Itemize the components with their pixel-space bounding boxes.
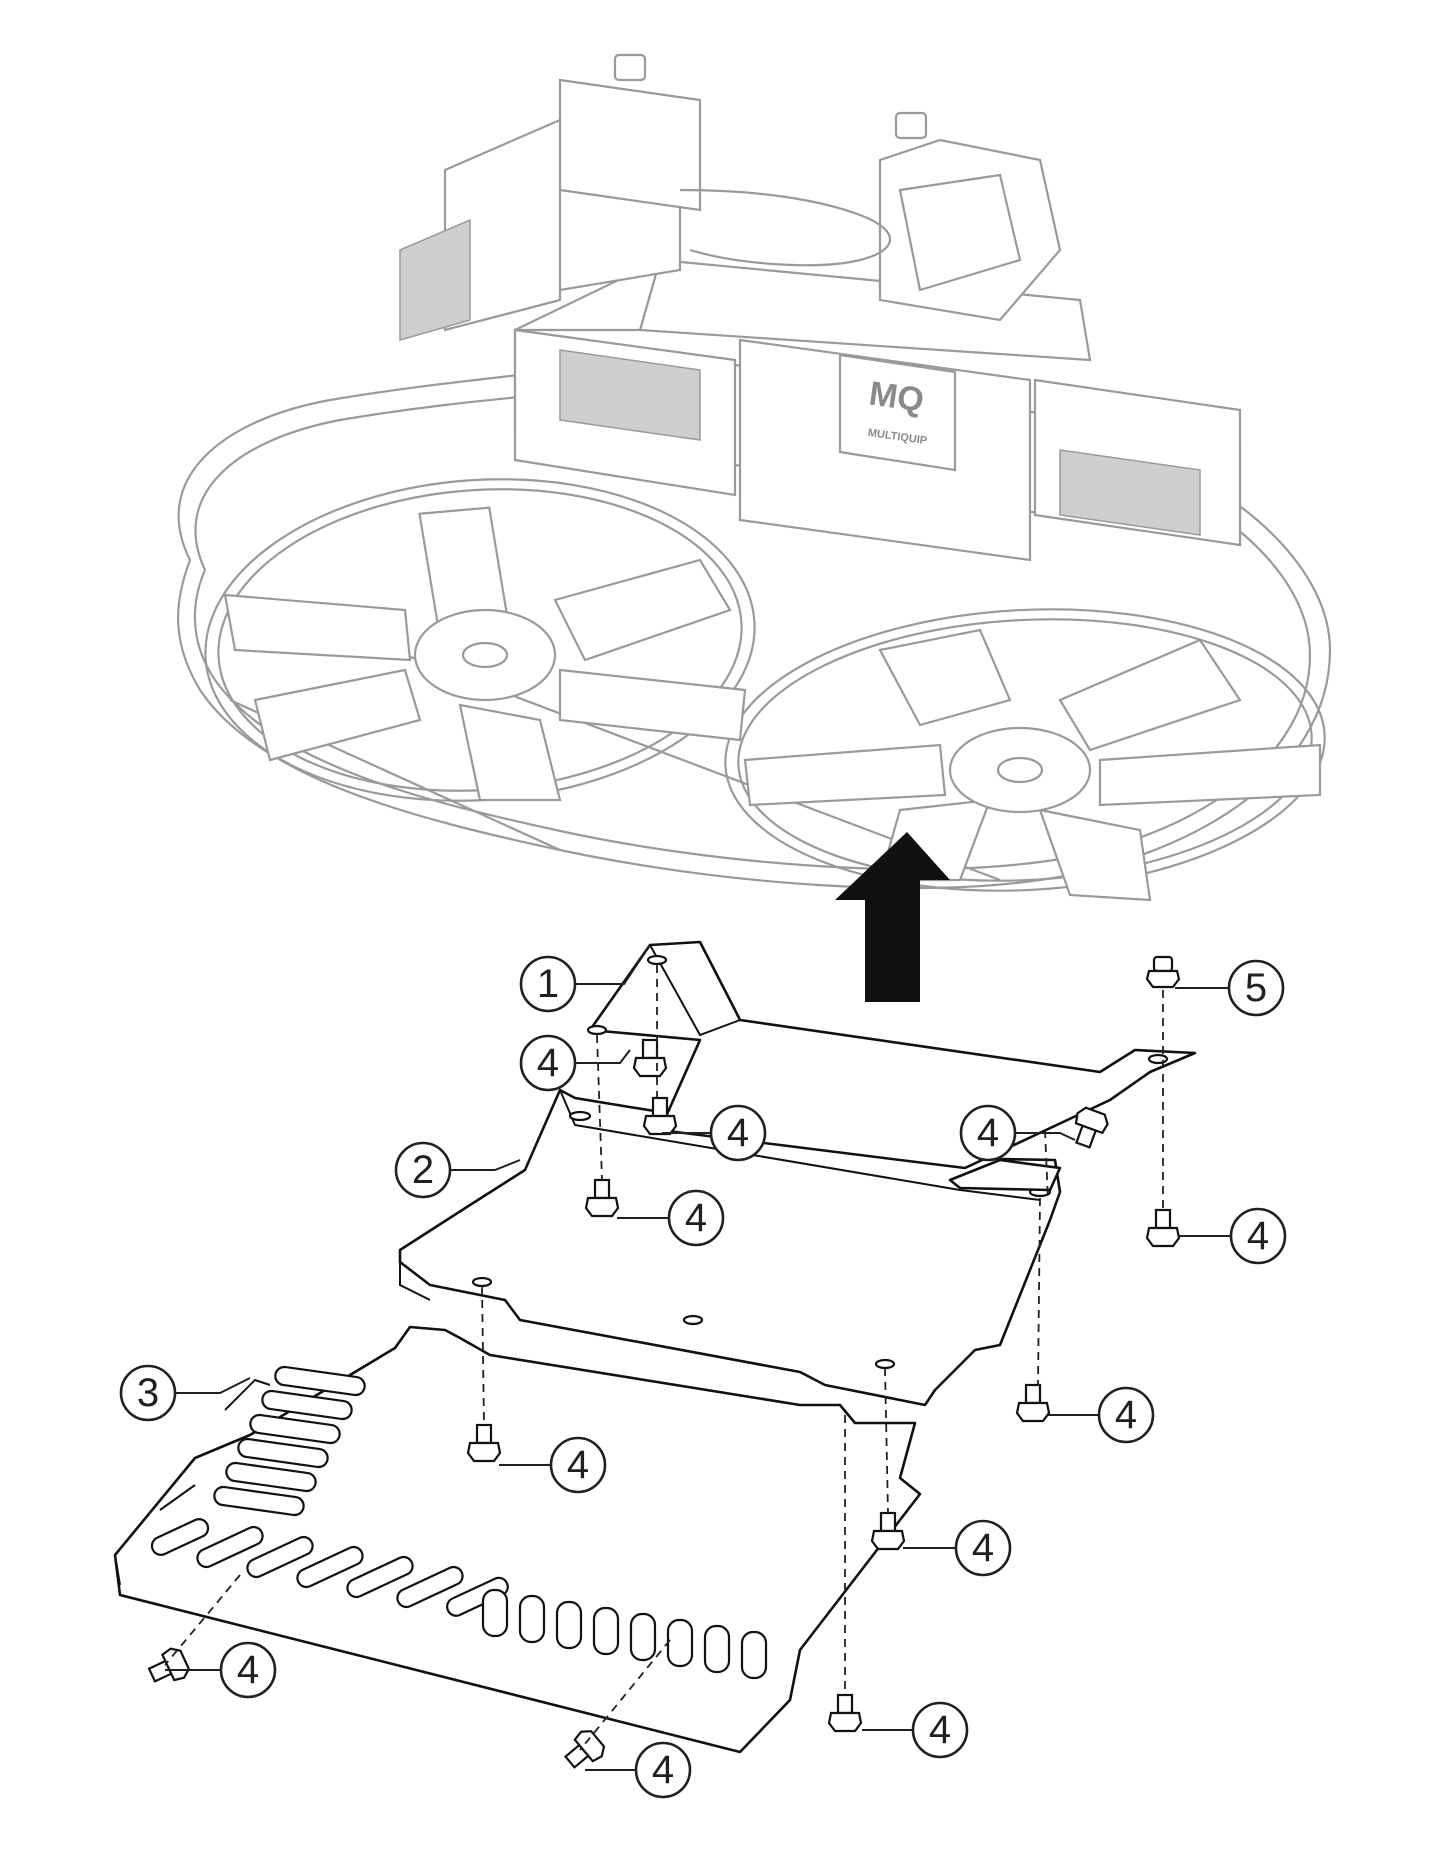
callout-4-label: 4	[1115, 1393, 1137, 1437]
callout-4-top-right: 4	[959, 1104, 1017, 1162]
logo-mark: MQ	[867, 374, 927, 419]
right-rotor	[743, 628, 1322, 902]
callout-5-label: 5	[1245, 966, 1267, 1010]
leader-lines	[165, 944, 1230, 1771]
bolt-icon	[563, 1730, 606, 1769]
part-2-middle-plate	[398, 1088, 1062, 1407]
bolt-icon	[147, 1647, 191, 1683]
bolt-icon	[827, 1693, 863, 1733]
callout-3: 3	[119, 1364, 177, 1422]
callout-4-label: 4	[977, 1111, 999, 1155]
bolts	[147, 955, 1181, 1769]
callout-4-mid-left: 4	[667, 1189, 725, 1247]
bolt-icon	[466, 1423, 502, 1463]
callout-4-label: 4	[727, 1111, 749, 1155]
right-grille	[1059, 449, 1201, 536]
callout-4-lower-right: 4	[954, 1519, 1012, 1577]
callout-4-bottom-center: 4	[634, 1741, 692, 1799]
callout-4-bottom-right: 4	[911, 1701, 969, 1759]
bolt-icon	[642, 1096, 678, 1136]
callout-4-label: 4	[652, 1748, 674, 1792]
callout-2: 2	[394, 1141, 452, 1199]
callout-4-label: 4	[685, 1196, 707, 1240]
bolt-icon	[1145, 1208, 1181, 1248]
callout-4-far-right: 4	[1229, 1207, 1287, 1265]
callout-4-mid-right: 4	[1097, 1386, 1155, 1444]
callout-4-top-center: 4	[709, 1104, 767, 1162]
manufacturer-logo-plate: MQ MULTIQUIP	[838, 353, 957, 472]
callout-4-bottom-left: 4	[219, 1641, 277, 1699]
callout-4-upper-right: 5	[1227, 959, 1285, 1017]
bolt-icon	[1074, 1106, 1109, 1149]
bolt-icon	[584, 1178, 620, 1218]
washer-bolt-icon	[1145, 955, 1181, 989]
part-3-front-guard	[113, 1325, 922, 1754]
callout-1: 1	[519, 955, 577, 1013]
callout-1-label: 1	[537, 962, 559, 1006]
callout-2-label: 2	[412, 1148, 434, 1192]
bolt-icon	[632, 1038, 668, 1078]
left-rotor	[223, 506, 747, 802]
callout-4-label: 4	[929, 1708, 951, 1752]
bolt-icon	[1015, 1383, 1051, 1423]
callout-3-label: 3	[137, 1371, 159, 1415]
left-grille	[559, 349, 701, 441]
ride-on-trowel-machine: MQ MULTIQUIP	[177, 53, 1332, 902]
upward-arrow-icon	[835, 832, 950, 1002]
callout-4-label: 4	[972, 1526, 994, 1570]
callout-4-label: 4	[1247, 1214, 1269, 1258]
callout-4-label: 4	[537, 1041, 559, 1085]
callout-4-label: 4	[237, 1648, 259, 1692]
callout-4-label: 4	[567, 1443, 589, 1487]
callout-4-top-left: 4	[519, 1034, 577, 1092]
front-guard-slots	[150, 1365, 768, 1680]
alignment-lines	[164, 965, 1164, 1751]
callout-4-center: 4	[549, 1436, 607, 1494]
